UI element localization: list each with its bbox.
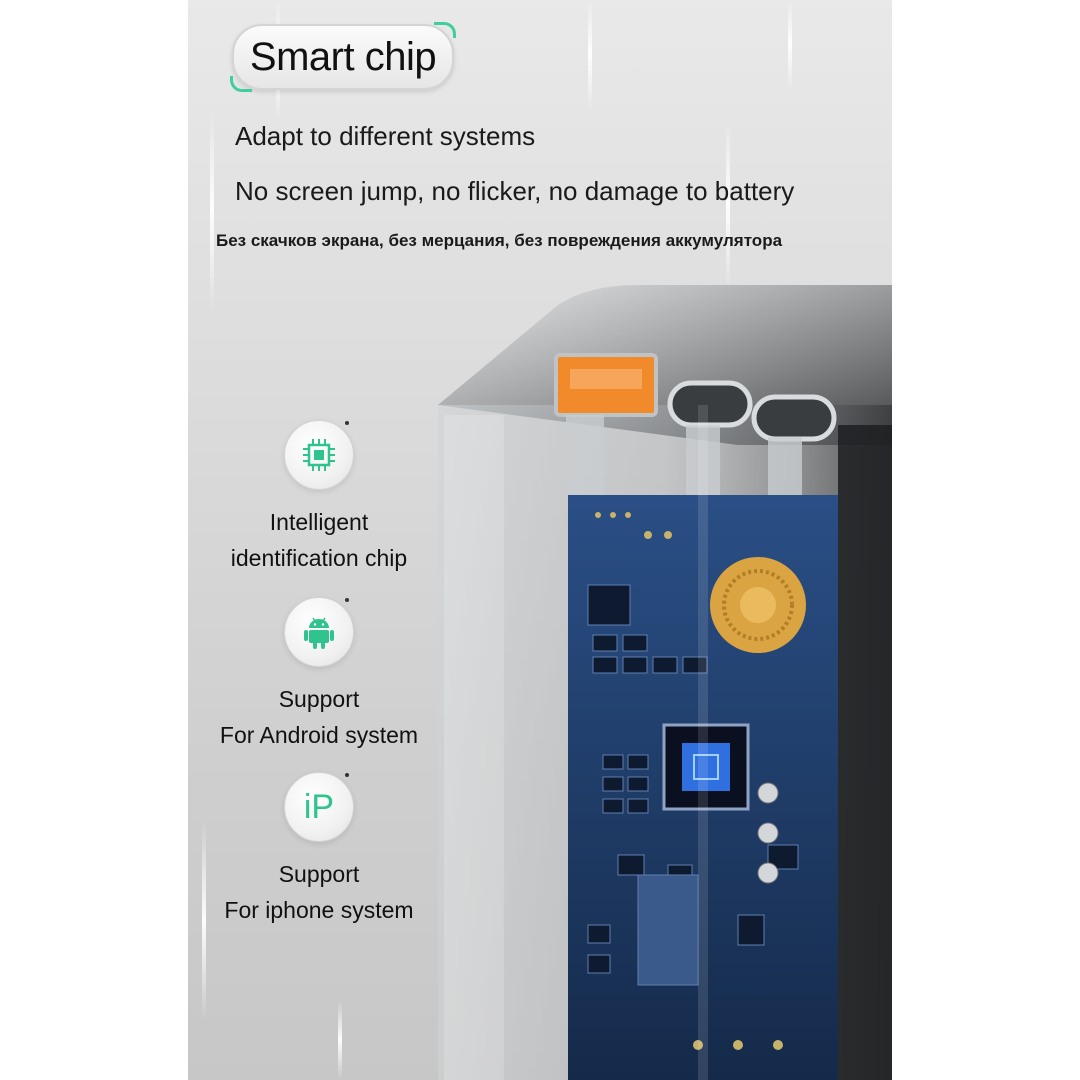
light-streak	[210, 110, 214, 310]
product-poster: Smart chip Adapt to different systems No…	[188, 0, 892, 1080]
charger-illustration	[438, 285, 892, 1080]
capacitor	[757, 822, 779, 844]
feature-icon-badge: iP	[284, 772, 354, 842]
feature-label: Support For iphone system	[188, 856, 450, 928]
title-badge: Smart chip	[230, 22, 456, 92]
subtitle-line-1: Adapt to different systems	[235, 121, 536, 151]
feature-label: Intelligent identification chip	[188, 504, 450, 576]
capacitor	[757, 782, 779, 804]
feature-label-line: Intelligent	[269, 509, 369, 535]
feature-label: Support For Android system	[188, 681, 450, 753]
usb-c-port	[667, 380, 753, 428]
capacitor	[757, 862, 779, 884]
pcb-components	[587, 584, 799, 986]
chip-icon	[303, 439, 335, 471]
badge-corner-accent	[434, 22, 456, 38]
feature-icon-badge	[284, 420, 354, 490]
feature-icon-badge	[284, 597, 354, 667]
page-title: Smart chip	[249, 34, 437, 79]
subtitle-line-2: No screen jump, no flicker, no damage to…	[235, 176, 795, 206]
feature-iphone: iP Support For iphone system	[188, 772, 450, 928]
light-streak	[338, 1000, 342, 1080]
iphone-ip-icon: iP	[303, 787, 335, 826]
charger-shell-right	[838, 425, 892, 1080]
light-streak	[202, 820, 206, 1020]
feature-android: Support For Android system	[188, 597, 450, 753]
feature-label-line: identification chip	[230, 545, 408, 571]
charger-shell-highlight	[444, 415, 504, 1080]
light-streak	[788, 0, 792, 90]
subtitle-line-ru: Без скачков экрана, без мерцания, без по…	[216, 231, 783, 250]
feature-label-line: For iphone system	[224, 897, 414, 923]
feature-chip: Intelligent identification chip	[188, 420, 450, 576]
feature-label-line: Support	[278, 861, 360, 887]
light-streak	[726, 120, 730, 290]
badge-corner-accent	[230, 76, 252, 92]
android-icon	[304, 617, 334, 649]
feature-label-line: For Android system	[219, 722, 419, 748]
feature-label-line: Support	[278, 686, 360, 712]
light-streak	[588, 0, 592, 110]
usb-c-port	[751, 394, 837, 442]
glass-reflection	[698, 405, 708, 1080]
